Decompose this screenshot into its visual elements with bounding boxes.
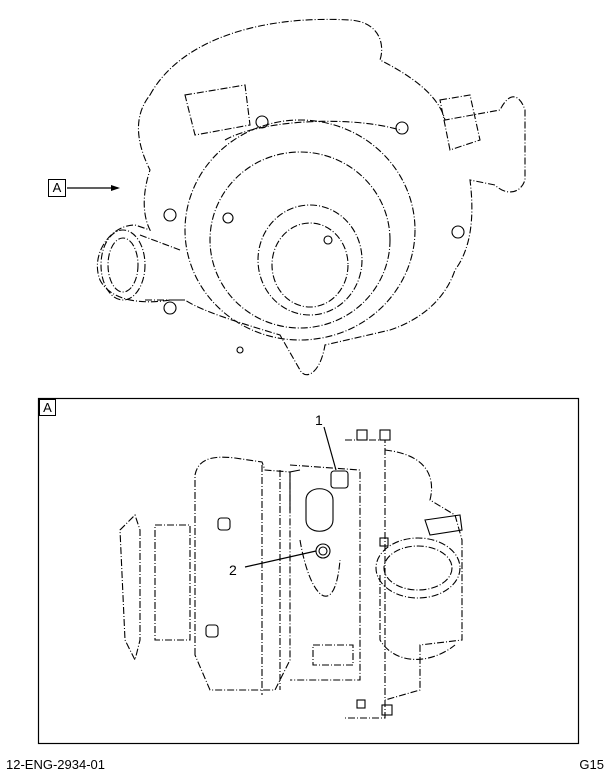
detail-view-a-label: A [39,399,56,416]
overview-turbo [96,18,526,376]
overview-view-a-label: A [48,179,66,197]
callout-2-leader [244,550,317,568]
sensor-connector [330,470,349,489]
detail-turbo [119,439,463,719]
callout-1-leader [323,426,337,471]
callout-1: 1 [315,412,323,428]
callout-2: 2 [229,562,237,578]
port-2-icon [315,543,331,559]
overview-bolts [163,115,465,354]
detail-solid-features [205,429,463,716]
figure-id: 12-ENG-2934-01 [6,757,105,772]
page-code: G15 [579,757,604,772]
detail-frame [37,397,580,745]
